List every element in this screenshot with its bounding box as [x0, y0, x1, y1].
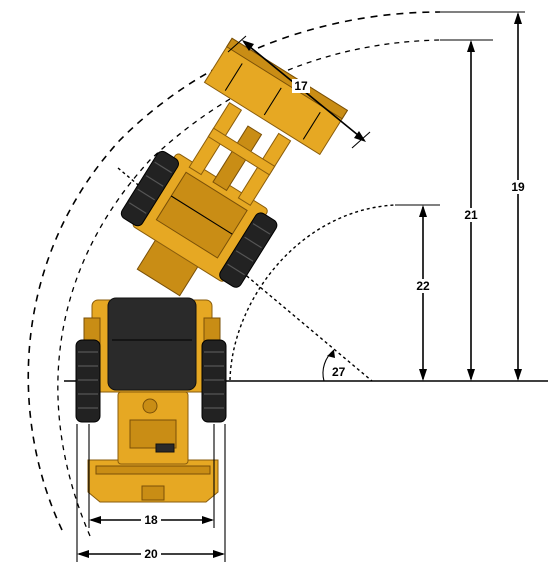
dim-20-arrow-right — [213, 550, 225, 558]
dim-20-label: 20 — [144, 547, 158, 561]
dim-18-label: 18 — [144, 513, 158, 527]
dim-18-arrow-left — [89, 516, 101, 524]
dim-22-arrow-top — [419, 205, 427, 217]
outer-turn-arc — [27, 11, 441, 531]
dim-21-arrow-top — [467, 40, 475, 52]
cab-roof — [107, 297, 197, 391]
dim-19-label: 19 — [511, 180, 525, 194]
dim-17-label: 17 — [294, 79, 308, 93]
inner-turn-arc — [229, 204, 396, 381]
dim-19-arrow-bottom — [514, 369, 522, 381]
dim-19-arrow-top — [514, 12, 522, 24]
dim-17-arrow-a — [242, 40, 254, 51]
angle-27-label: 27 — [332, 365, 346, 379]
loader-rear-frame — [83, 297, 221, 503]
dim-18-arrow-right — [202, 516, 214, 524]
dim-22-arrow-bottom — [419, 369, 427, 381]
rear-right-tire — [201, 339, 227, 423]
angle-27-arrow — [327, 350, 335, 358]
mid-turn-arc — [57, 39, 441, 537]
dim-17-ext-left — [227, 35, 247, 53]
dim-21-label: 21 — [464, 208, 478, 222]
dim-17-arrow-b — [354, 131, 366, 142]
rear-left-tire — [75, 339, 101, 423]
loader-front-frame — [120, 37, 349, 297]
dim-22-label: 22 — [416, 279, 430, 293]
dim-21-arrow-bottom — [467, 369, 475, 381]
dim-20-arrow-left — [77, 550, 89, 558]
